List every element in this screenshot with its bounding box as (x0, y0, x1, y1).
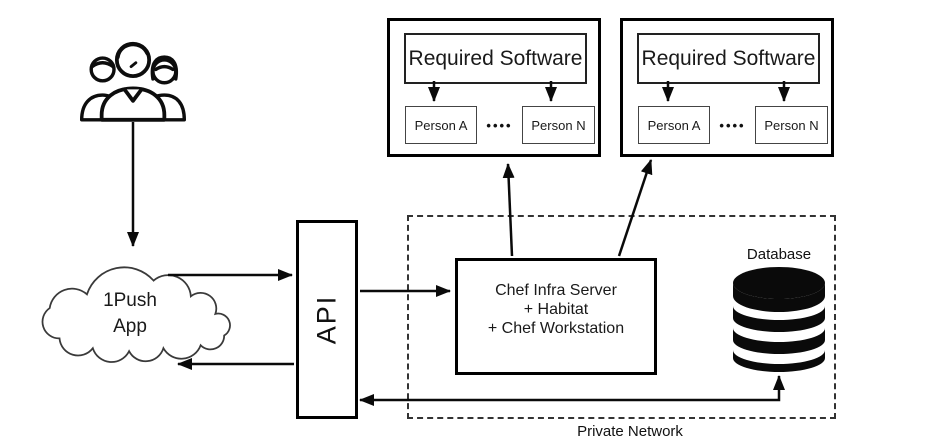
left-person-hair (90, 61, 115, 69)
required-software-box-2: Required Software (637, 33, 820, 84)
right-person-head (151, 58, 178, 85)
chef-line-1: Chef Infra Server (495, 282, 617, 299)
api-label: API (311, 294, 342, 345)
person-n-box-2: Person N (755, 106, 828, 144)
person-a-label-2: Person A (647, 117, 701, 133)
person-a-box-2: Person A (638, 106, 710, 144)
chef-line-2: + Habitat (523, 301, 589, 318)
app-cloud-label-line2: App (113, 316, 147, 337)
person-a-label-1: Person A (414, 117, 468, 133)
private-network-label: Private Network (577, 423, 683, 440)
database-icon (733, 267, 825, 372)
center-person-hair (115, 42, 150, 59)
center-person-collar (122, 87, 144, 103)
app-cloud-label-line1: 1Push (103, 290, 157, 311)
app-cloud-label: 1Push App (36, 288, 224, 340)
database-node: Database (732, 246, 826, 372)
database-label: Database (746, 246, 812, 263)
person-a-box-1: Person A (405, 106, 477, 144)
software-group-1: Required Software Person A •••• Person N (387, 18, 601, 157)
users-group-icon (79, 41, 187, 122)
center-person-body (99, 86, 167, 122)
center-person-face-line (129, 61, 138, 69)
required-software-title-2: Required Software (641, 46, 816, 70)
onepush-app-cloud: 1Push App (36, 246, 232, 374)
ellipsis-dots-2: •••• (719, 117, 746, 133)
person-n-label-1: Person N (531, 117, 586, 133)
chef-line-3: + Chef Workstation (487, 320, 625, 337)
api-box: API (296, 220, 358, 419)
ellipsis-dots-1: •••• (486, 117, 513, 133)
right-person-hair (150, 55, 179, 81)
required-software-box-1: Required Software (404, 33, 587, 84)
required-software-title-1: Required Software (408, 46, 583, 70)
chef-infra-server-box: Chef Infra Server + Habitat + Chef Works… (455, 258, 657, 375)
person-n-box-1: Person N (522, 106, 595, 144)
software-group-2: Required Software Person A •••• Person N (620, 18, 834, 157)
person-n-label-2: Person N (764, 117, 819, 133)
right-person-fringe (154, 64, 175, 72)
